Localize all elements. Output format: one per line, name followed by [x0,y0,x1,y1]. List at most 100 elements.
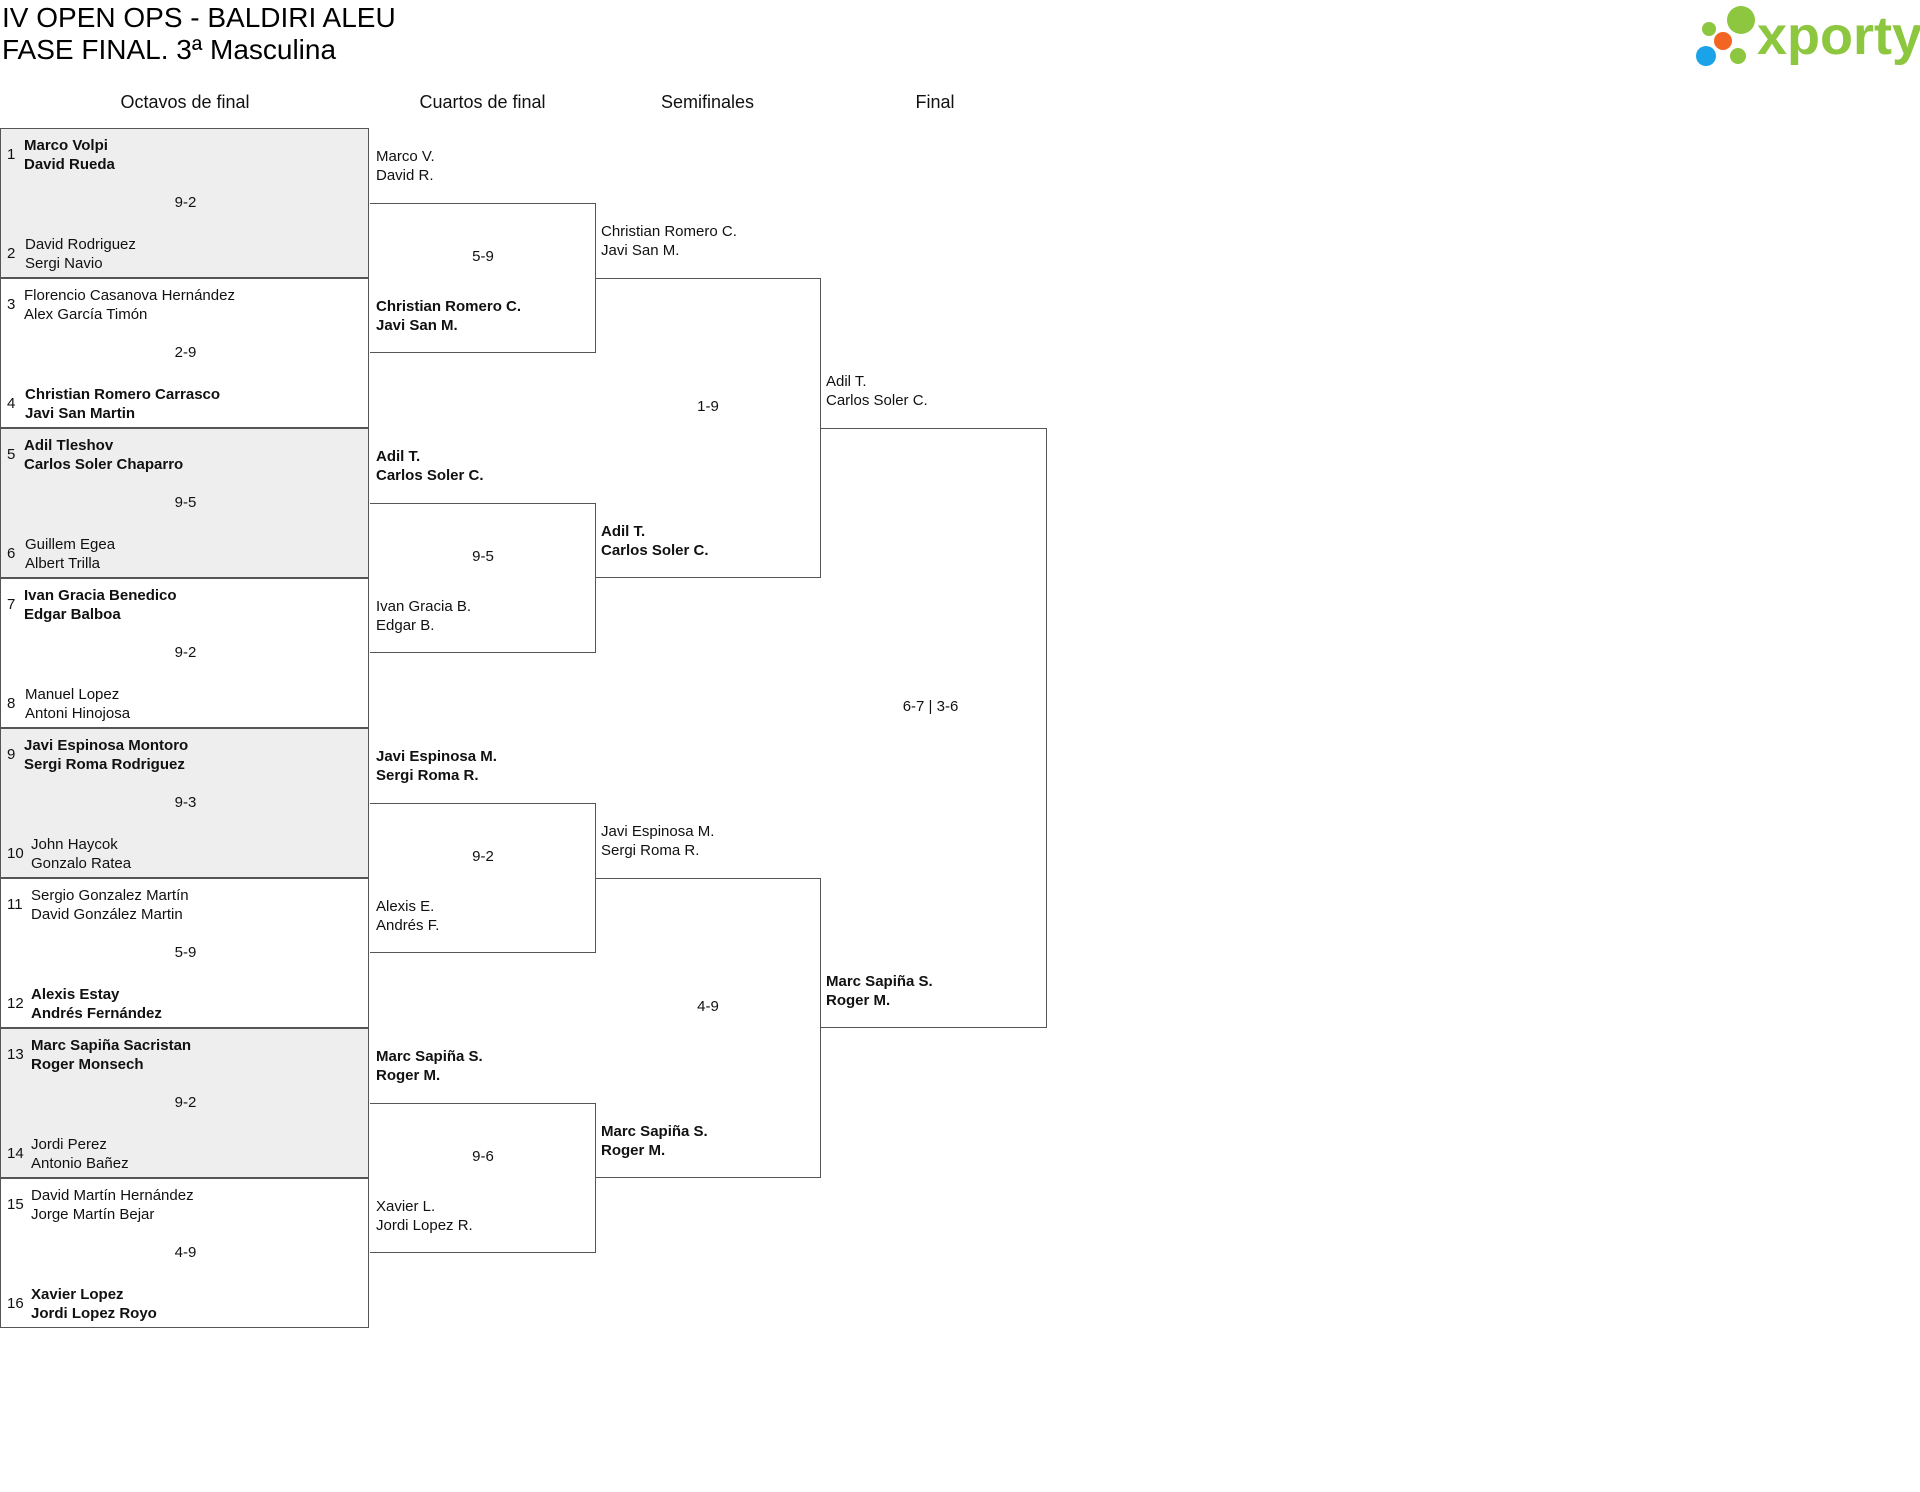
cuartos-team-bottom: Ivan Gracia B. Edgar B. [376,597,471,635]
player-name: Jorge Martín Bejar [31,1206,155,1223]
semis-score: 1-9 [697,398,719,415]
player-name: Florencio Casanova Hernández [24,287,235,304]
match-score: 9-2 [174,644,197,661]
player-name: Andrés F. [376,917,440,934]
player-name: Edgar B. [376,617,435,634]
match-score: 9-2 [174,1094,197,1111]
player-name: Ivan Gracia B. [376,598,472,615]
cuartos-team-bottom: Alexis E. Andrés F. [376,897,439,935]
player-name: Adil T. [601,523,646,540]
player-name: Adil Tleshov [24,437,114,454]
match-score: 2-9 [174,344,197,361]
player-name: Marc Sapiña S. [376,1048,483,1065]
player-name: Alexis Estay [31,986,120,1003]
player-name: David Rueda [24,156,115,173]
match-score: 5-9 [174,944,197,961]
player-name: Carlos Soler Chaparro [24,456,184,473]
player-name: Marco Volpi [24,137,108,154]
player-name: David R. [376,167,434,184]
final-bracket-line [820,428,1047,1028]
match-score: 9-5 [174,494,197,511]
seed-number: 14 [7,1145,24,1162]
player-name: Xavier L. [376,1198,436,1215]
player-name: Marco V. [376,148,435,165]
cuartos-bracket-line [370,1103,596,1253]
player-name: Adil T. [376,448,421,465]
seed-number: 11 [7,896,23,913]
seed-number: 2 [7,245,16,262]
player-name: Sergi Roma Rodriguez [24,756,185,773]
player-name: Alexis E. [376,898,435,915]
player-name: Marc Sapiña S. [601,1123,708,1140]
player-name: Ivan Gracia Benedico [24,587,177,604]
logo-dot-orange-icon [1714,32,1732,50]
semis-score: 4-9 [697,998,719,1015]
semis-team-bottom: Adil T. Carlos Soler C. [601,522,709,560]
player-name: David González Martin [31,906,183,923]
player-name: Roger M. [376,1067,441,1084]
seed-number: 3 [7,296,16,313]
round-header-cuartos: Cuartos de final [419,92,546,112]
logo-dot-small-green-icon [1702,22,1716,36]
semis-team-top: Christian Romero C.Javi San M. [601,222,737,260]
seed-number: 12 [7,995,24,1012]
round-header-semifinales: Semifinales [660,92,755,112]
player-name: Jordi Lopez Royo [31,1305,157,1322]
player-name: Javi Espinosa Montoro [24,737,189,754]
player-name: Sergio Gonzalez Martín [31,887,189,904]
player-name: Guillem Egea [25,536,116,553]
seed-number: 6 [7,545,16,562]
cuartos-score: 9-6 [472,1148,494,1165]
final-score: 6-7 | 3-6 [902,698,959,715]
player-name: Antonio Bañez [31,1155,129,1172]
player-name: Adil T. [826,373,867,390]
seed-number: 9 [7,746,16,763]
semis-bracket-line [595,878,821,1178]
player-name: Roger M. [601,1142,666,1159]
player-name: Javi Espinosa M. [376,748,497,765]
match-score: 9-3 [174,794,197,811]
xporty-logo: xporty [1692,2,1920,72]
player-name: Andrés Fernández [31,1005,162,1022]
player-name: Xavier Lopez [31,1286,124,1303]
player-name: Antoni Hinojosa [25,705,131,722]
player-name: Sergi Navio [25,255,103,272]
player-name: Sergi Roma R. [601,842,700,859]
player-name: Manuel Lopez [25,686,120,703]
cuartos-bracket-line [370,503,596,653]
cuartos-team-top: Marc Sapiña S. Roger M. [376,1047,483,1085]
seed-number: 13 [7,1046,24,1063]
semis-team-top: Javi Espinosa M.Sergi Roma R. [601,822,714,860]
player-name: Marc Sapiña S. [826,973,933,990]
cuartos-team-bottom: Christian Romero C.Javi San M. [376,297,521,335]
player-name: David Martín Hernández [31,1187,194,1204]
player-name: Carlos Soler C. [601,542,709,559]
logo-dot-green2-icon [1730,48,1746,64]
round-header-final: Final [915,92,955,112]
cuartos-team-top: Adil T.Carlos Soler C. [376,447,484,485]
seed-number: 8 [7,695,16,712]
round-header-octavos: Octavos de final [120,92,250,112]
seed-number: 15 [7,1196,24,1213]
player-name: Javi San M. [601,242,680,259]
player-name: Roger M. [826,992,891,1009]
player-name: Christian Romero C. [376,298,522,315]
cuartos-score: 9-2 [472,848,494,865]
player-name: Alex García Timón [24,306,148,323]
